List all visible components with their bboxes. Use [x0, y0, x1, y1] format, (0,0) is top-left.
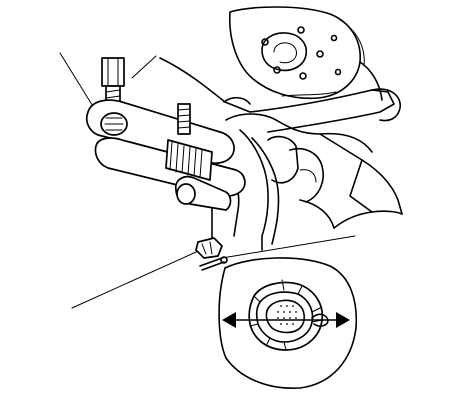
lug-hole — [273, 66, 281, 74]
leader-tool — [59, 52, 95, 109]
lug-hole — [316, 50, 324, 58]
leader-tool-body — [131, 55, 157, 79]
double-arrow-icon — [222, 312, 350, 328]
lug-hole — [334, 68, 342, 76]
castle-nut — [195, 237, 223, 259]
leader-castle-nut — [71, 247, 206, 309]
brake-disc-hub — [228, 6, 383, 101]
tool-cylinder-end — [176, 183, 196, 205]
ball-joint-remover-tool — [85, 57, 246, 211]
leader-cotter-pin — [221, 235, 356, 259]
pressure-bolt-head — [101, 57, 125, 87]
lug-hole — [330, 34, 338, 42]
stud-cross-hole — [277, 305, 297, 325]
lug-hole — [297, 26, 305, 34]
lug-hole — [261, 38, 269, 46]
steering-knuckle — [159, 57, 403, 251]
cotter-pin — [199, 256, 228, 271]
lug-hole — [299, 72, 307, 80]
callout-leaders — [59, 52, 356, 309]
ball-joint-stud-detail — [218, 257, 358, 389]
